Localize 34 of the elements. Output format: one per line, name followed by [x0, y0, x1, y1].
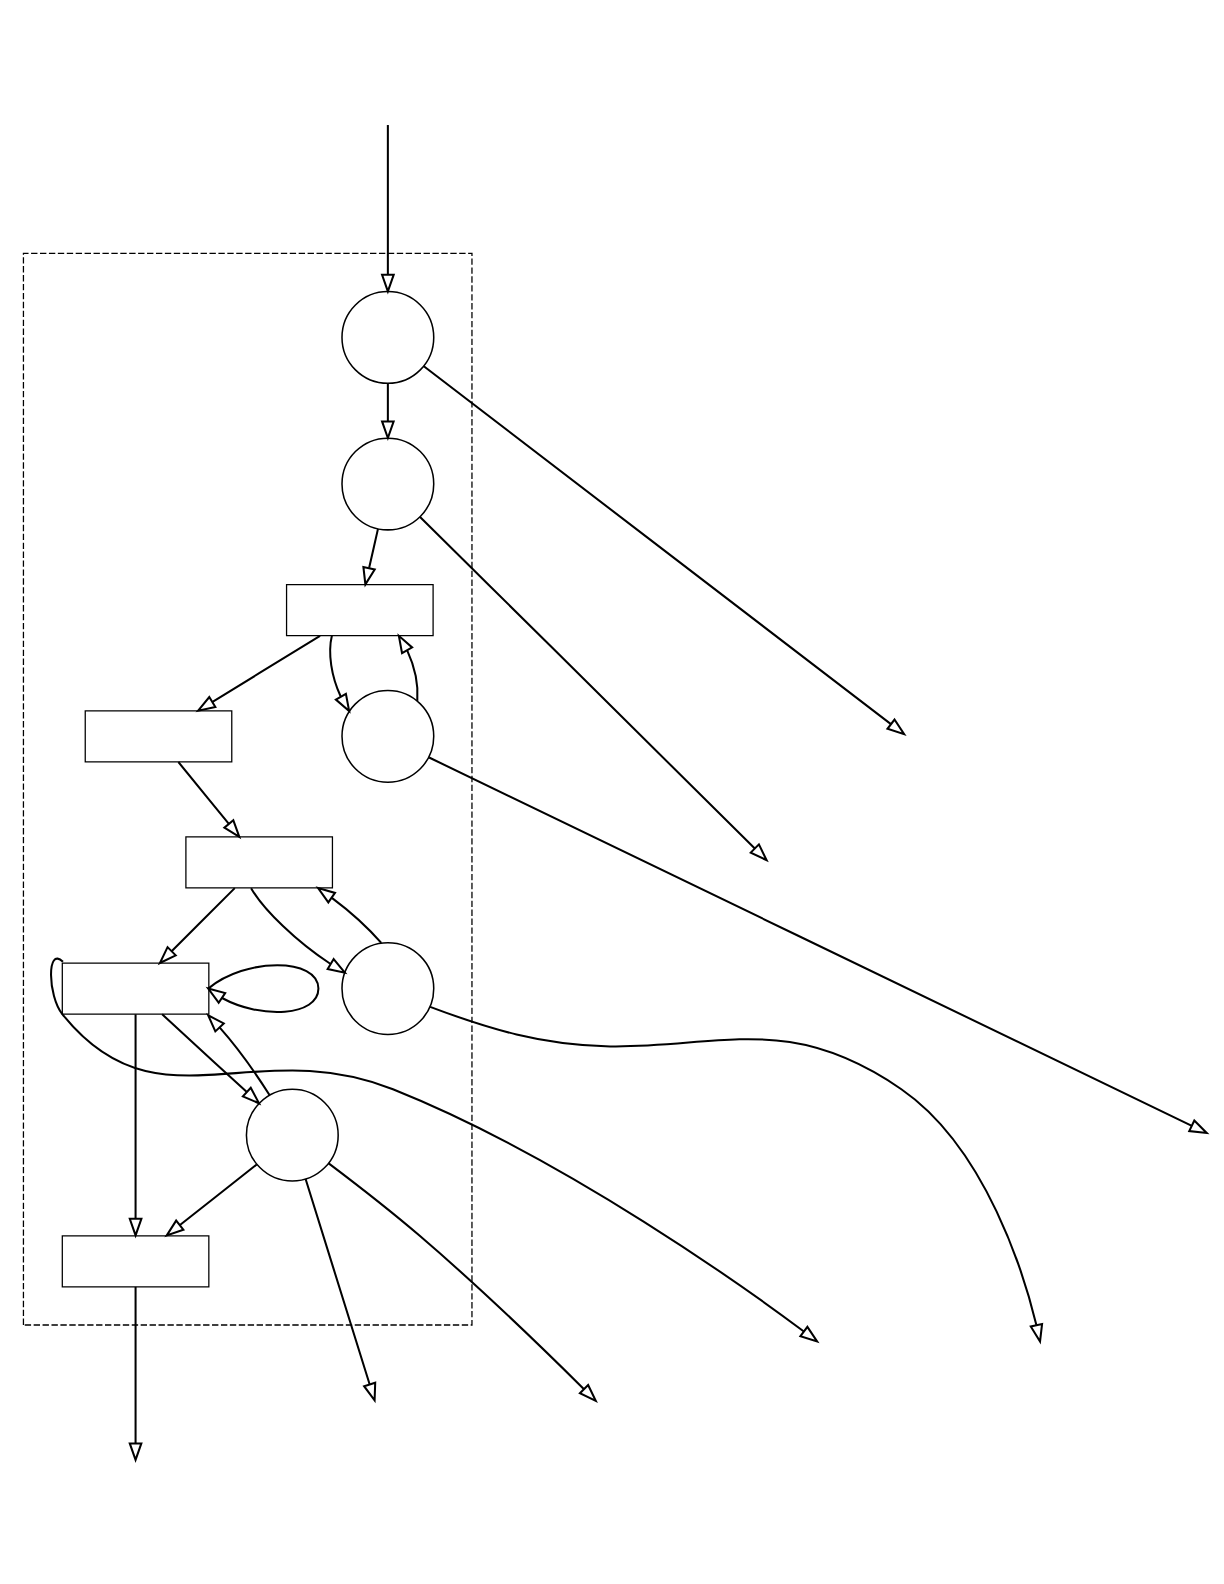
node-box: [84, 709, 233, 762]
arrow: [429, 1005, 1044, 1344]
arrow: [315, 885, 383, 944]
arrow: [397, 632, 419, 701]
node-box: [285, 583, 434, 636]
arrow: [428, 756, 1210, 1134]
arrow: [177, 760, 242, 839]
arrow: [164, 1163, 258, 1237]
arrow: [206, 1012, 271, 1096]
arrow: [50, 958, 820, 1343]
arrow: [250, 887, 348, 974]
arrow: [161, 1013, 262, 1105]
arrow: [329, 635, 351, 714]
arrow: [419, 515, 769, 862]
arrow: [157, 886, 236, 965]
node-circle: [245, 1088, 339, 1182]
node-circle: [341, 290, 435, 384]
node-circle: [341, 436, 435, 531]
arrow: [380, 124, 396, 294]
arrow: [205, 963, 320, 1013]
arrow: [423, 365, 907, 736]
arrow: [195, 634, 321, 712]
node-circle: [341, 689, 435, 783]
arrow: [128, 1013, 143, 1238]
arrow: [304, 1178, 377, 1403]
node-box: [185, 835, 334, 889]
arrow: [362, 528, 379, 587]
node-box: [61, 1234, 210, 1287]
arrow: [128, 1286, 143, 1463]
node-box: [61, 962, 210, 1015]
arrow: [328, 1162, 598, 1403]
cluster: [22, 252, 473, 1326]
arrow: [380, 383, 396, 441]
node-circle: [341, 941, 435, 1035]
